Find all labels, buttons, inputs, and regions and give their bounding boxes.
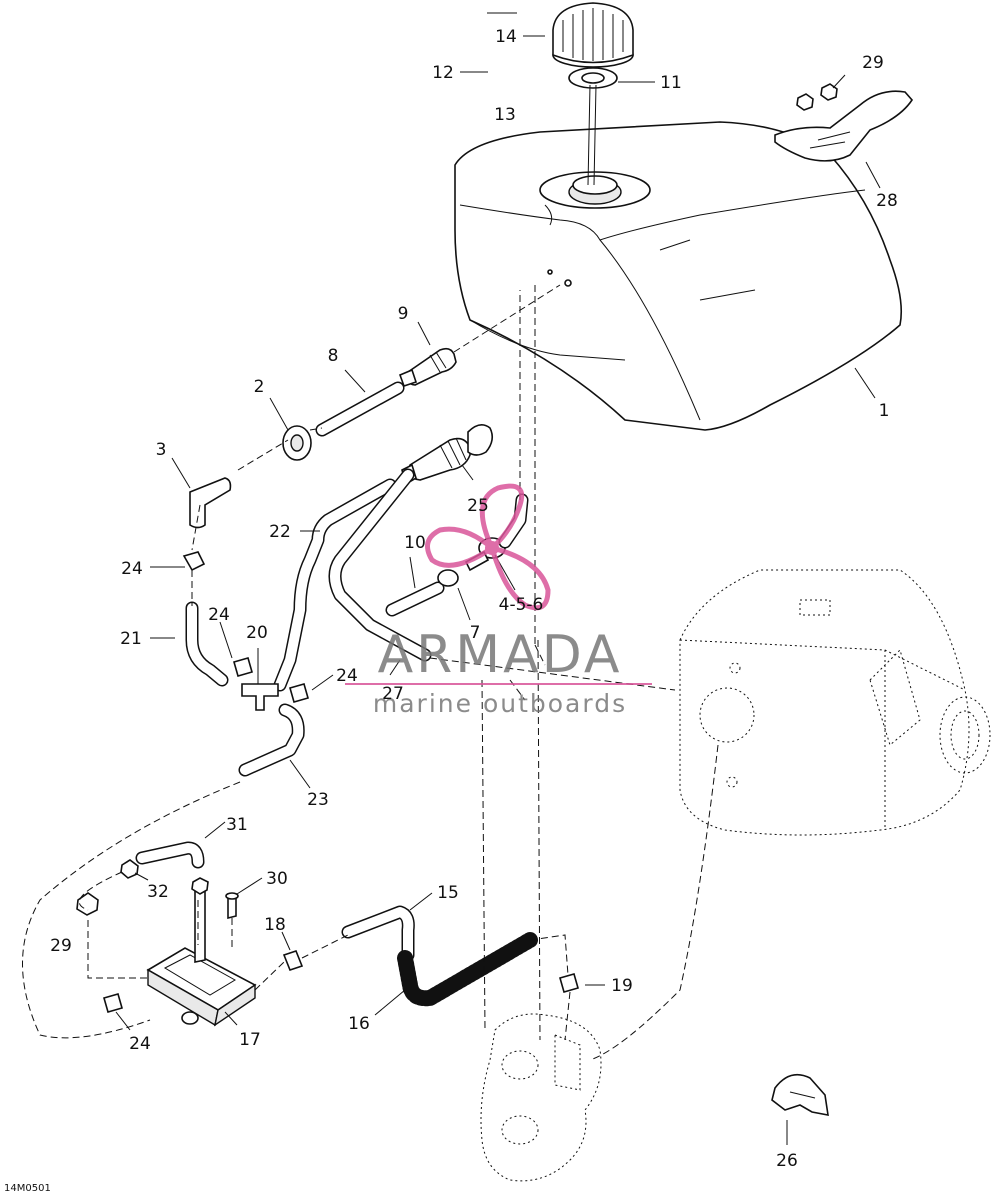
callout-7: 7	[470, 623, 481, 643]
callout-16: 16	[348, 1014, 370, 1034]
callout-28: 28	[876, 191, 898, 211]
clamp-32	[120, 859, 209, 895]
callout-22: 22	[269, 522, 291, 542]
corrugated-hose-16	[397, 932, 538, 1007]
callout-29-upper: 29	[862, 53, 884, 73]
fuel-filter	[146, 887, 257, 1027]
callout-3: 3	[156, 440, 167, 460]
callout-21: 21	[120, 629, 142, 649]
nut-29	[76, 892, 99, 916]
screw-30	[225, 892, 239, 920]
callout-15: 15	[437, 883, 459, 903]
connection-lines	[22, 12, 881, 1145]
callout-11: 11	[660, 73, 682, 93]
callout-24-mid: 24	[208, 605, 230, 625]
tee-fitting	[241, 683, 279, 711]
callout-23: 23	[307, 790, 329, 810]
clamp-19	[559, 973, 579, 993]
figure-code: 14M0501	[4, 1183, 51, 1194]
callout-31: 31	[226, 815, 248, 835]
cap-gasket	[568, 67, 618, 89]
grommet	[282, 425, 312, 461]
fuel-cap	[552, 2, 634, 68]
watermark-tagline: marine outboards	[373, 689, 627, 718]
pickup-tube	[587, 84, 597, 186]
watermark-brand: ARMADA	[378, 625, 623, 685]
callout-32: 32	[147, 882, 169, 902]
engine-outline	[679, 569, 991, 836]
callout-1: 1	[879, 401, 890, 421]
tank-strap	[774, 90, 914, 162]
callout-12: 12	[432, 63, 454, 83]
callout-2: 2	[254, 377, 265, 397]
hose-10	[385, 581, 445, 617]
hose-31	[135, 841, 205, 869]
callout-29-lower: 29	[50, 936, 72, 956]
callout-10: 10	[404, 533, 426, 553]
callout-17: 17	[239, 1030, 261, 1050]
callout-30: 30	[266, 869, 288, 889]
callout-13: 13	[494, 105, 516, 125]
fuel-connector	[398, 347, 457, 388]
clamp-18	[282, 950, 304, 971]
callout-19: 19	[611, 976, 633, 996]
clip-26	[771, 1073, 829, 1116]
callout-24-right: 24	[336, 666, 358, 686]
hose-15	[341, 905, 415, 962]
primer-bulb	[401, 424, 494, 486]
carburetor-assembly	[480, 1013, 602, 1182]
callout-24-upper: 24	[121, 559, 143, 579]
hose-23	[238, 703, 305, 777]
callout-18: 18	[264, 915, 286, 935]
hose-27	[328, 468, 432, 662]
callout-8: 8	[328, 346, 339, 366]
callout-20: 20	[246, 623, 268, 643]
fuel-tank	[454, 121, 903, 431]
fitting-7	[437, 569, 459, 587]
strap-nuts	[796, 83, 838, 111]
callout-14: 14	[495, 27, 517, 47]
fuel-line-hose	[315, 381, 405, 437]
propeller-icon	[425, 483, 551, 611]
callout-labels: 1 2 3 4-5-6 7 8 9 10 11 12 13 14 15 16 1…	[50, 27, 898, 1171]
hose-22	[273, 478, 397, 692]
callout-9: 9	[398, 304, 409, 324]
callout-27: 27	[382, 684, 404, 704]
elbow-fitting	[189, 477, 232, 529]
armada-watermark: ARMADA marine outboards	[345, 483, 652, 718]
callout-24-lower: 24	[129, 1034, 151, 1054]
callout-26: 26	[776, 1151, 798, 1171]
hose-21	[185, 601, 229, 687]
callout-4-5-6: 4-5-6	[499, 595, 544, 615]
hose-clamps	[103, 551, 309, 1013]
callout-25: 25	[467, 496, 489, 516]
